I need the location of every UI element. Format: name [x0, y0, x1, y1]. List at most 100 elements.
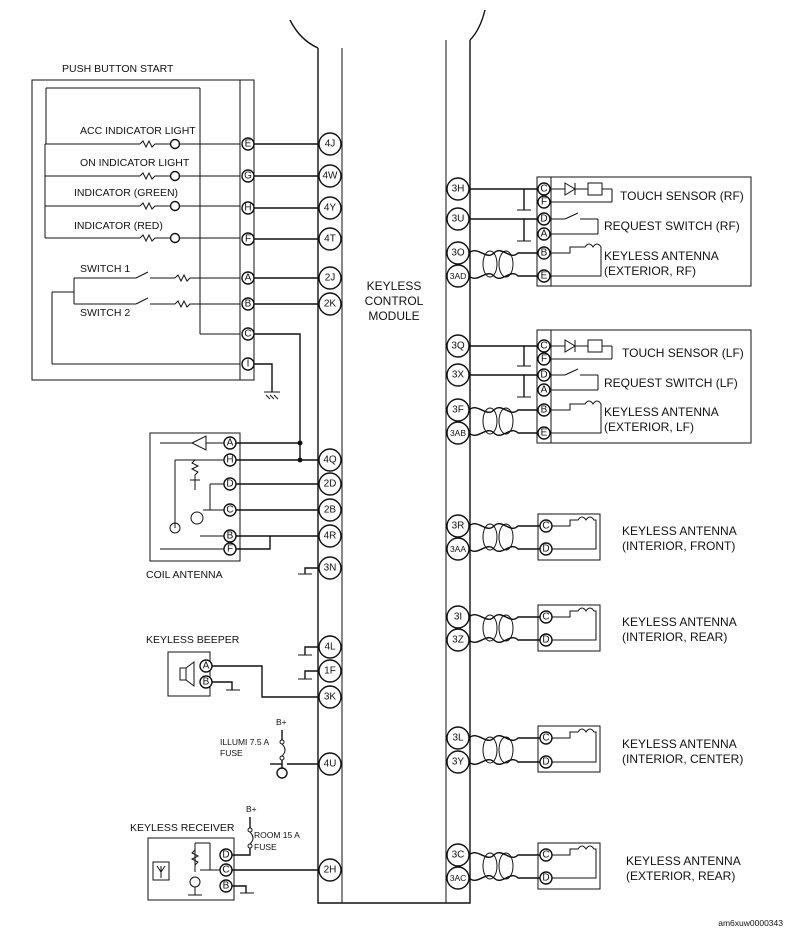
- ext-rear-antenna-pin-D: D: [539, 871, 553, 885]
- push-button-start: PUSH BUTTON START ACC INDICATOR LIGHT ON…: [31, 63, 255, 381]
- svg-text:A: A: [245, 273, 252, 284]
- svg-text:B: B: [541, 405, 548, 416]
- beeper-pin-B: B: [199, 675, 213, 689]
- module-left-pins: 4J 4W 4Y 4T 2J 2K 4Q 2D 2B 4R 3N 4L 1F 3…: [318, 132, 342, 882]
- svg-text:D: D: [226, 479, 233, 490]
- front-antenna-label1: KEYLESS ANTENNA: [622, 524, 737, 538]
- svg-text:4L: 4L: [324, 642, 336, 653]
- lf-pin-F: F: [537, 352, 551, 366]
- svg-text:4U: 4U: [324, 759, 337, 770]
- illumi-fuse: B+ ILLUMI 7.5 A FUSE: [220, 717, 318, 779]
- module-name-line2: CONTROL: [365, 294, 424, 308]
- kcm-pin-3AA: 3AA: [446, 537, 470, 561]
- svg-text:4Y: 4Y: [324, 203, 337, 214]
- svg-text:E: E: [541, 428, 548, 439]
- ext-rear-antenna-label1: KEYLESS ANTENNA: [626, 854, 741, 868]
- kcm-pin-3I: 3I: [446, 605, 470, 629]
- svg-text:E: E: [245, 139, 252, 150]
- svg-text:3Q: 3Q: [451, 341, 465, 352]
- kcm-pin-3Y: 3Y: [446, 750, 470, 774]
- room-fuse-line2: FUSE: [254, 842, 277, 852]
- svg-text:3C: 3C: [452, 850, 465, 861]
- svg-text:2B: 2B: [324, 505, 337, 516]
- svg-text:D: D: [542, 635, 549, 646]
- svg-text:C: C: [540, 341, 547, 352]
- front-antenna-pin-C: C: [539, 519, 553, 533]
- svg-text:1F: 1F: [324, 666, 336, 677]
- svg-text:3F: 3F: [452, 405, 464, 416]
- kcm-pin-3O: 3O: [446, 241, 470, 265]
- illumi-fuse-line1: ILLUMI 7.5 A: [220, 737, 269, 747]
- on-indicator-label: ON INDICATOR LIGHT: [80, 157, 190, 169]
- svg-text:4J: 4J: [325, 139, 336, 150]
- pbs-title: PUSH BUTTON START: [62, 63, 174, 75]
- kcm-pin-4T: 4T: [318, 227, 342, 251]
- svg-text:3I: 3I: [454, 612, 462, 623]
- kcm-pin-3N: 3N: [318, 556, 342, 580]
- svg-text:F: F: [541, 197, 547, 208]
- rear-antenna-label1: KEYLESS ANTENNA: [622, 615, 737, 629]
- lf-pin-E: E: [537, 426, 551, 440]
- svg-text:4W: 4W: [323, 171, 339, 182]
- illumi-bplus: B+: [276, 717, 287, 727]
- kcm-pin-4U: 4U: [318, 752, 342, 776]
- svg-text:I: I: [247, 359, 250, 370]
- module-name-line1: KEYLESS: [367, 279, 422, 293]
- switch2-label: SWITCH 2: [80, 307, 130, 319]
- svg-text:F: F: [245, 234, 251, 245]
- svg-text:C: C: [542, 733, 549, 744]
- svg-text:A: A: [203, 661, 210, 672]
- rf-touch-label: TOUCH SENSOR (RF): [620, 189, 744, 203]
- kcm-pin-3F: 3F: [446, 398, 470, 422]
- antenna-interior-rear: C D KEYLESS ANTENNA (INTERIOR, REAR): [468, 604, 737, 652]
- pbs-pin-E: E: [241, 137, 255, 151]
- svg-text:3U: 3U: [452, 214, 465, 225]
- keyless-beeper-title: KEYLESS BEEPER: [146, 634, 240, 646]
- receiver-pin-D: D: [219, 848, 233, 862]
- kcm-pin-4Q: 4Q: [318, 448, 342, 472]
- rear-antenna-pin-C: C: [539, 610, 553, 624]
- kcm-pin-4W: 4W: [318, 164, 342, 188]
- svg-text:3AA: 3AA: [450, 544, 466, 554]
- center-antenna-pin-D: D: [539, 755, 553, 769]
- kcm-pin-3K: 3K: [318, 685, 342, 709]
- antenna-exterior-rear: C D KEYLESS ANTENNA (EXTERIOR, REAR): [468, 842, 741, 890]
- kcm-pin-2H: 2H: [318, 858, 342, 882]
- svg-text:4R: 4R: [324, 531, 337, 542]
- svg-text:3AD: 3AD: [450, 271, 467, 281]
- svg-text:4T: 4T: [324, 234, 336, 245]
- svg-text:D: D: [540, 370, 547, 381]
- svg-text:B: B: [227, 531, 234, 542]
- svg-text:C: C: [542, 850, 549, 861]
- beeper-pin-A: A: [199, 659, 213, 673]
- kcm-pin-2B: 2B: [318, 498, 342, 522]
- ext-rear-antenna-pin-C: C: [539, 848, 553, 862]
- kcm-pin-4J: 4J: [318, 132, 342, 156]
- coil-antenna: COIL ANTENNA A H D C B F: [146, 432, 318, 581]
- pbs-pin-I: I: [241, 357, 255, 371]
- antenna-interior-center: C D KEYLESS ANTENNA (INTERIOR, CENTER): [468, 725, 743, 773]
- kcm-pin-3AD: 3AD: [446, 264, 470, 288]
- svg-text:A: A: [541, 229, 548, 240]
- svg-text:A: A: [227, 438, 234, 449]
- svg-text:D: D: [222, 850, 229, 861]
- rf-antenna-label1: KEYLESS ANTENNA: [604, 249, 719, 263]
- lf-door-handle: C F D A B E TOUCH SENSOR (LF) REQUEST SW…: [468, 329, 752, 444]
- svg-text:B: B: [203, 677, 210, 688]
- svg-text:3K: 3K: [324, 692, 337, 703]
- svg-text:D: D: [540, 214, 547, 225]
- svg-text:A: A: [541, 385, 548, 396]
- coil-pin-A: A: [223, 436, 237, 450]
- svg-text:3AC: 3AC: [450, 873, 467, 883]
- pbs-pin-B: B: [241, 297, 255, 311]
- svg-text:4Q: 4Q: [323, 455, 337, 466]
- rear-antenna-label2: (INTERIOR, REAR): [622, 630, 727, 644]
- module-name-line3: MODULE: [368, 309, 419, 323]
- room-fuse-line1: ROOM 15 A: [254, 830, 300, 840]
- module-right-pins: 3H 3U 3O 3AD 3Q 3X 3F 3AB 3R 3AA 3I 3Z 3…: [446, 177, 470, 890]
- lf-antenna-label2: (EXTERIOR, LF): [604, 420, 694, 434]
- lf-touch-label: TOUCH SENSOR (LF): [622, 346, 744, 360]
- rf-door-handle: C F D A B E TOUCH SENSOR (RF) REQUEST SW…: [468, 176, 752, 287]
- svg-text:3L: 3L: [452, 733, 464, 744]
